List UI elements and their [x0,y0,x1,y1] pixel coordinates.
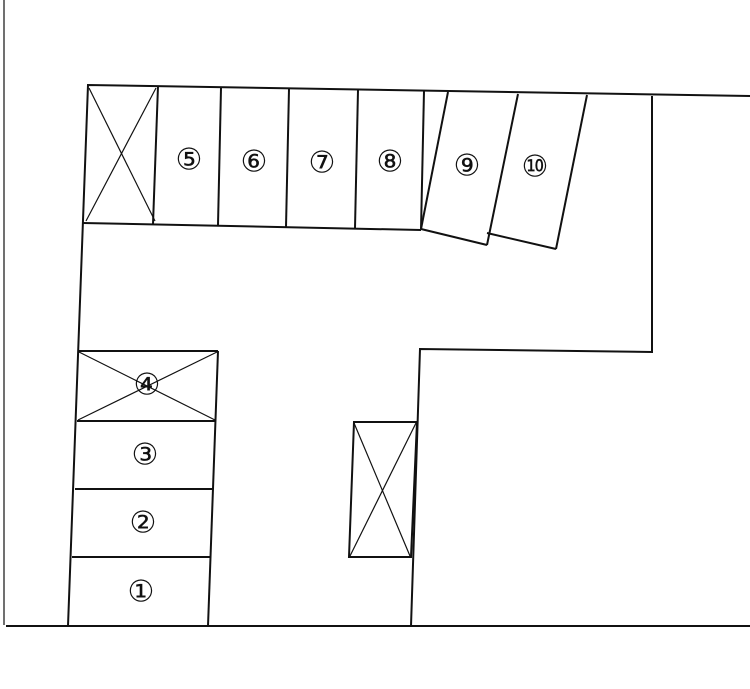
space-label-10[interactable]: ⑩ [522,150,549,185]
space-label-1[interactable]: ① [128,575,155,610]
space-label-3[interactable]: ③ [132,438,159,473]
space-labels: ① ② ③ ④ ⑤ ⑥ ⑦ ⑧ ⑨ ⑩ [128,143,549,610]
lot-outline [67,83,750,627]
space-9-bottom [420,228,488,246]
space-label-9[interactable]: ⑨ [454,149,481,184]
space-9-10-divider [486,93,519,246]
space-10-right [555,94,588,250]
space-label-7[interactable]: ⑦ [309,146,336,181]
center-cross-a [353,422,411,557]
space-label-6[interactable]: ⑥ [241,145,268,180]
top-row-spaces [82,85,425,231]
divider-5-6 [217,87,222,226]
lot-inner-boundary [410,96,653,627]
divider-5-left [152,85,159,225]
space-label-8[interactable]: ⑧ [377,145,404,180]
left-column-spaces [72,350,218,558]
divider-7-8 [354,89,359,229]
center-blocked [347,421,419,558]
space-10-bottom [486,232,557,250]
top-left-blocked [85,87,157,222]
center-blocked-box [347,421,419,558]
space-label-5[interactable]: ⑤ [176,143,203,178]
space-9-left [420,91,449,230]
space-label-4: ④ [134,368,161,403]
cross-line-b [85,87,157,222]
space-label-2[interactable]: ② [130,506,157,541]
cross-line-a [88,87,156,222]
space-4-cross-b [77,351,218,421]
divider-8-right [420,90,425,231]
top-row-bottom-edge [82,222,422,231]
divider-6-7 [285,88,290,228]
center-cross-b [349,422,417,557]
slanted-spaces [420,91,588,250]
